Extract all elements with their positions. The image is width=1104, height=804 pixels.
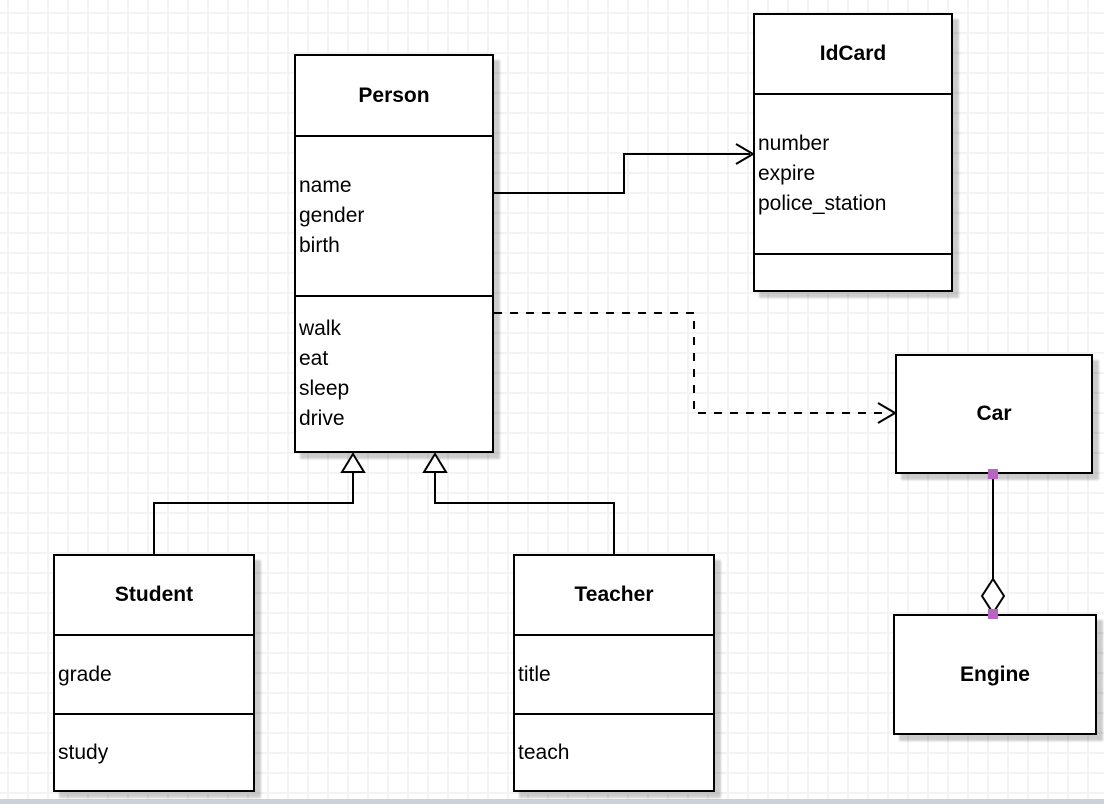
open-arrowhead-icon	[735, 143, 755, 165]
class-car[interactable]: Car	[895, 354, 1093, 474]
class-student-title: Student	[114, 583, 194, 606]
method: teach	[518, 740, 570, 764]
method: eat	[299, 347, 329, 370]
class-idcard-methods	[755, 253, 951, 290]
class-student-methods: study	[55, 713, 253, 790]
attribute: grade	[58, 662, 112, 686]
generalization-teacher-person[interactable]	[422, 452, 615, 554]
class-engine-title: Engine	[959, 662, 1030, 686]
attribute: expire	[758, 162, 816, 185]
hollow-triangle-icon	[422, 452, 448, 473]
attribute: title	[518, 662, 551, 686]
method: study	[58, 740, 109, 764]
class-idcard-attributes: number expire police_station	[755, 93, 951, 253]
aggregation-car-engine[interactable]	[980, 469, 1006, 619]
class-student[interactable]: Student grade study	[53, 554, 255, 792]
method: walk	[299, 317, 342, 340]
method: drive	[299, 407, 345, 430]
attribute: birth	[299, 234, 340, 257]
association-person-idcard[interactable]	[494, 143, 755, 194]
attribute: number	[758, 132, 830, 155]
canvas-bottom-edge	[0, 799, 1104, 804]
class-engine[interactable]: Engine	[893, 614, 1097, 735]
class-idcard[interactable]: IdCard number expire police_station	[753, 13, 953, 292]
class-person-attributes: name gender birth	[296, 135, 492, 295]
generalization-line[interactable]	[434, 473, 615, 554]
attribute: gender	[299, 204, 365, 227]
dependency-line[interactable]	[494, 312, 890, 414]
class-teacher-methods: teach	[515, 713, 713, 790]
class-teacher-title: Teacher	[574, 583, 654, 606]
hollow-triangle-icon	[340, 452, 366, 473]
generalization-student-person[interactable]	[153, 452, 366, 554]
class-person[interactable]: Person name gender birth walk eat sleep …	[294, 54, 494, 453]
dependency-person-car[interactable]	[494, 312, 897, 424]
hollow-diamond-icon	[980, 577, 1006, 615]
attribute: name	[299, 174, 352, 197]
class-teacher-attributes: title	[515, 634, 713, 713]
association-line[interactable]	[494, 153, 750, 194]
class-teacher[interactable]: Teacher title teach	[513, 554, 715, 792]
class-person-title: Person	[358, 83, 430, 107]
class-car-title: Car	[976, 402, 1012, 425]
class-idcard-title: IdCard	[819, 42, 887, 65]
class-student-attributes: grade	[55, 634, 253, 713]
method: sleep	[299, 377, 350, 400]
attribute: police_station	[758, 192, 887, 215]
class-person-methods: walk eat sleep drive	[296, 295, 492, 451]
generalization-line[interactable]	[153, 473, 354, 554]
open-arrowhead-icon	[877, 402, 897, 424]
